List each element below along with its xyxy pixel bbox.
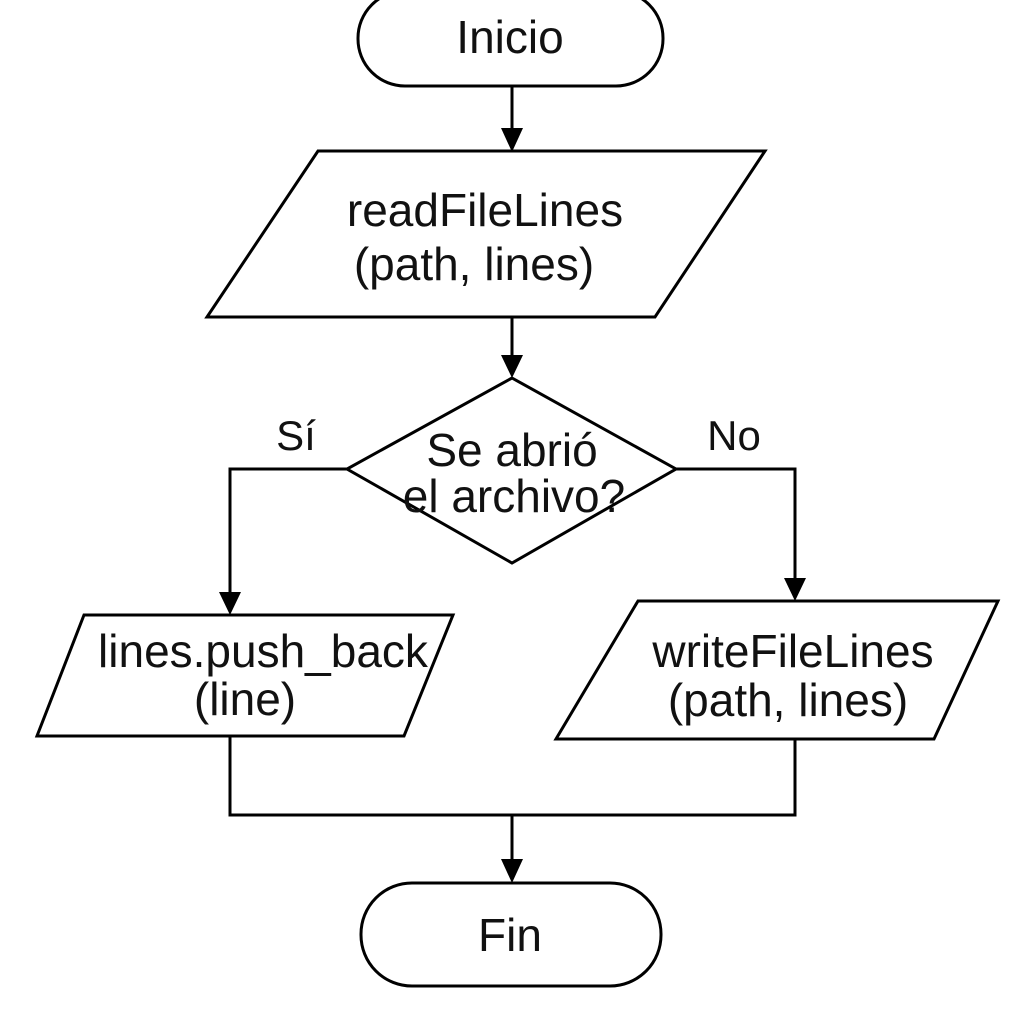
arrowhead-push [219, 592, 241, 615]
write-parallelogram [553, 599, 1001, 741]
read-parallelogram [204, 149, 768, 319]
edge-decision-yes [228, 467, 347, 598]
start-terminal-shape [356, 0, 665, 88]
decision-node: Se abrió el archivo? [343, 376, 680, 565]
decision-diamond [343, 376, 680, 565]
arrowhead-decision [501, 355, 523, 378]
push-node: lines.push_back (line) [34, 613, 456, 738]
read-node: readFileLines (path, lines) [204, 149, 768, 319]
write-node: writeFileLines (path, lines) [553, 599, 1001, 741]
read-label-line1: readFileLines [347, 184, 623, 236]
no-branch-label: No [707, 412, 761, 459]
connectors [219, 86, 806, 883]
write-label-line1: writeFileLines [651, 625, 933, 677]
end-node: Fin [359, 881, 663, 988]
arrowhead-write [784, 578, 806, 601]
yes-branch-label: Sí [276, 412, 316, 459]
arrowhead-end [501, 859, 523, 883]
start-node: Inicio [356, 0, 665, 88]
start-label: Inicio [456, 11, 563, 63]
edge-decision-no [676, 467, 797, 583]
edge-merge [228, 736, 797, 817]
arrowhead-read [501, 128, 523, 152]
decision-label-line1: Se abrió [426, 424, 597, 476]
push-label-line2: (line) [194, 673, 296, 725]
end-terminal-shape [359, 881, 663, 988]
decision-label-line2: el archivo? [403, 470, 625, 522]
end-label: Fin [478, 909, 542, 961]
push-parallelogram [34, 613, 456, 738]
write-label-line2: (path, lines) [668, 674, 908, 726]
read-label-line2: (path, lines) [354, 238, 594, 290]
push-label-line1: lines.push_back [98, 625, 429, 677]
